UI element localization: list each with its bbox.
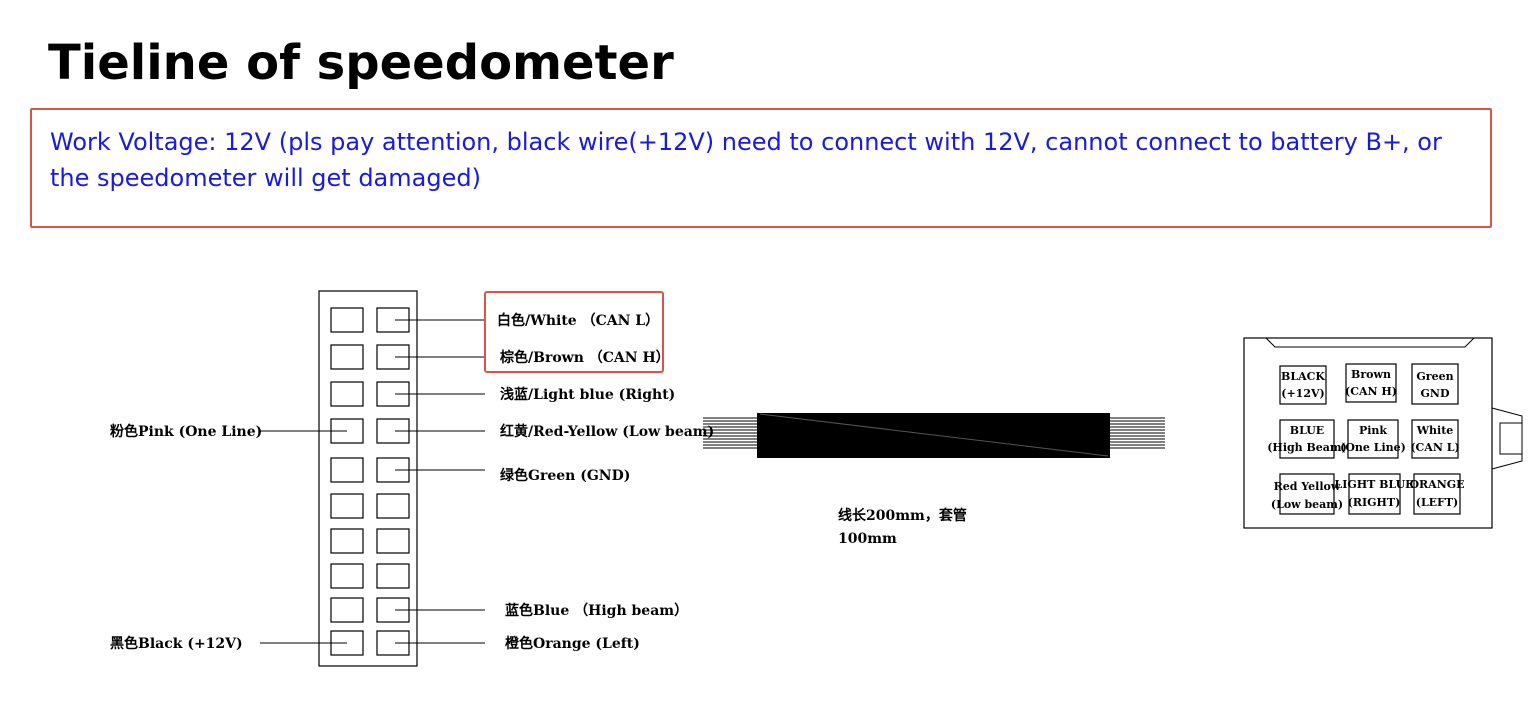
plug-cell-label: (RIGHT) xyxy=(1348,496,1401,509)
plug-cell-label: ORANGE xyxy=(1409,478,1464,491)
pin xyxy=(330,493,364,519)
cable-assembly xyxy=(703,413,1165,458)
plug-cell-label: Red Yellow xyxy=(1274,480,1341,493)
plug-outline xyxy=(1243,337,1493,529)
pin xyxy=(330,597,364,623)
plug-cell xyxy=(1279,365,1327,405)
plug-cell-label: (One Line) xyxy=(1340,441,1406,454)
plug-cell xyxy=(1279,473,1335,515)
pin xyxy=(330,381,364,407)
page-title: Tieline of speedometer xyxy=(48,35,674,91)
plug-cell xyxy=(1411,419,1459,459)
plug-cell xyxy=(1347,419,1399,459)
plug-face: BLACK (+12V) Brown (CAN H) Green GND BLU… xyxy=(1243,337,1523,529)
wire-label-brown: 棕色/Brown （CAN H） xyxy=(499,349,670,366)
pin xyxy=(330,563,364,589)
plug-cell-label: BLACK xyxy=(1281,370,1325,383)
plug-cell-label: GND xyxy=(1421,387,1450,400)
plug-cell xyxy=(1279,419,1335,459)
connector-pins xyxy=(330,307,410,656)
plug-cell xyxy=(1345,363,1397,403)
plug-cell xyxy=(1348,473,1401,515)
pin xyxy=(330,307,364,333)
cable-right-wires xyxy=(1110,417,1165,449)
plug-cell-label: (CAN H) xyxy=(1345,385,1397,398)
plug-latch xyxy=(1491,407,1523,470)
wire-label-green: 绿色Green (GND) xyxy=(500,467,630,484)
plug-cell-label: (High Beam) xyxy=(1267,441,1347,454)
cable-sleeve-seam xyxy=(759,413,1109,457)
wire-label-white: 白色/White （CAN L） xyxy=(497,312,659,329)
pin xyxy=(330,457,364,483)
wire-label-red-yellow: 红黄/Red-Yellow (Low beam) xyxy=(500,423,714,440)
cable-length-note-1: 线长200mm，套管 xyxy=(838,507,967,524)
pin xyxy=(376,563,410,589)
wire-label-black: 黑色Black (+12V) xyxy=(110,635,243,652)
plug-cell-label: BLUE xyxy=(1290,424,1324,437)
voltage-warning-text: Work Voltage: 12V (pls pay attention, bl… xyxy=(50,128,1442,192)
voltage-warning-box: Work Voltage: 12V (pls pay attention, bl… xyxy=(30,108,1492,228)
plug-cell-label: (+12V) xyxy=(1281,387,1324,400)
plug-cell-label: Brown xyxy=(1351,368,1391,381)
cable-length-note-2: 100mm xyxy=(838,531,897,547)
plug-cell-label: (CAN L) xyxy=(1410,441,1459,454)
cable-left-wires xyxy=(703,417,757,449)
wire-label-light-blue: 浅蓝/Light blue (Right) xyxy=(500,386,675,403)
wire-label-pink: 粉色Pink (One Line) xyxy=(110,423,262,440)
connector-body xyxy=(318,290,418,667)
plug-cell xyxy=(1413,473,1461,515)
wire-label-blue: 蓝色Blue （High beam） xyxy=(505,602,688,619)
pin xyxy=(330,344,364,370)
plug-latch-window xyxy=(1499,422,1523,455)
pin xyxy=(330,528,364,554)
plug-top-lip xyxy=(1265,337,1475,348)
wire-label-orange: 橙色Orange (Left) xyxy=(505,635,640,652)
plug-cell-label: LIGHT BLUE xyxy=(1334,478,1413,491)
leader-lines xyxy=(260,319,485,644)
plug-cell-label: (LEFT) xyxy=(1416,496,1459,509)
pin xyxy=(376,493,410,519)
can-highlight-box xyxy=(484,291,664,373)
pin xyxy=(376,528,410,554)
plug-cell-label: White xyxy=(1416,424,1454,437)
plug-cell xyxy=(1411,363,1459,405)
plug-cell-label: (Low beam) xyxy=(1271,498,1343,511)
plug-cell-label: Pink xyxy=(1359,424,1387,437)
plug-cell-label: Green xyxy=(1416,370,1453,383)
